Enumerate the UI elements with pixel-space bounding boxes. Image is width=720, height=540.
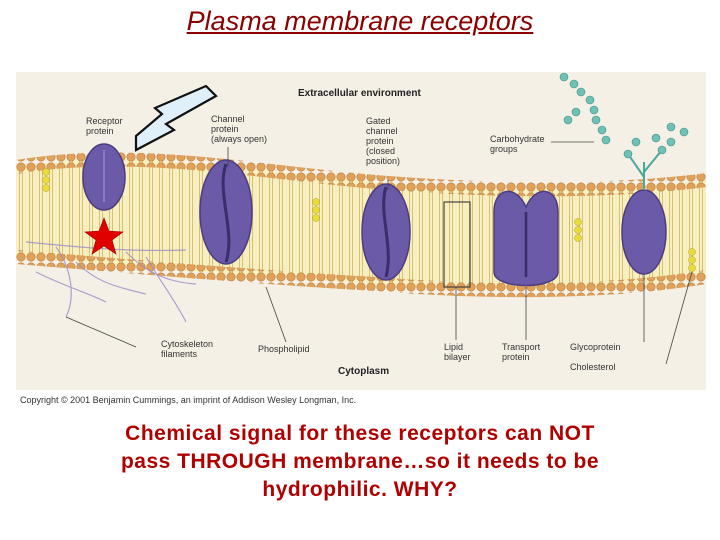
star-icon: [84, 217, 124, 255]
cholesterol-molecules: [42, 168, 696, 272]
transport-protein: [493, 190, 559, 287]
carbohydrate-label-2: groups: [490, 144, 518, 154]
caption: Chemical signal for these receptors can …: [40, 420, 680, 504]
channel-protein: [199, 159, 253, 265]
receptor-protein: [82, 143, 126, 211]
carbohydrate-groups: [559, 72, 689, 159]
transport-label-2: protein: [502, 352, 530, 362]
cytoskeleton-label-2: filaments: [161, 349, 198, 359]
glycoprotein-label: Glycoprotein: [570, 342, 621, 352]
carbohydrate-label-1: Carbohydrate: [490, 134, 545, 144]
slide-title: Plasma membrane receptors: [186, 6, 534, 36]
caption-line-1: Chemical signal for these receptors can …: [125, 422, 595, 445]
extracellular-label: Extracellular environment: [298, 88, 421, 99]
gated-label-5: position): [366, 156, 400, 166]
transport-label-1: Transport: [502, 342, 541, 352]
leader-lines: [65, 141, 693, 365]
channel-label-1: Channel: [211, 114, 245, 124]
gated-label-1: Gated: [366, 116, 391, 126]
channel-label-2: protein: [211, 124, 239, 134]
gated-label-4: (closed: [366, 146, 395, 156]
cytoskeleton-label-1: Cytoskeleton: [161, 339, 213, 349]
arrow-icon: [134, 84, 218, 152]
caption-line-3: hydrophilic. WHY?: [262, 478, 458, 501]
lipid-bilayer-label-1: Lipid: [444, 342, 463, 352]
cytoskeleton-filaments: [25, 241, 197, 323]
lipid-bilayer-label-2: bilayer: [444, 352, 471, 362]
channel-label-3: (always open): [211, 134, 267, 144]
cytoplasm-label: Cytoplasm: [338, 366, 389, 377]
gated-label-3: protein: [366, 136, 394, 146]
cholesterol-label: Cholesterol: [570, 362, 616, 372]
gated-channel-protein: [361, 183, 411, 281]
glycoprotein: [621, 149, 667, 275]
membrane-diagram: Extracellular environment Cytoplasm Rece…: [16, 72, 706, 390]
phospholipid-label: Phospholipid: [258, 344, 310, 354]
receptor-label-2: protein: [86, 126, 114, 136]
gated-label-2: channel: [366, 126, 398, 136]
lipid-bilayer-box: [443, 201, 471, 288]
membrane-illustration: Extracellular environment Cytoplasm Rece…: [16, 72, 706, 377]
caption-line-2: pass THROUGH membrane…so it needs to be: [120, 450, 600, 473]
copyright-text: Copyright © 2001 Benjamin Cummings, an i…: [20, 395, 357, 405]
receptor-label-1: Receptor: [86, 116, 123, 126]
